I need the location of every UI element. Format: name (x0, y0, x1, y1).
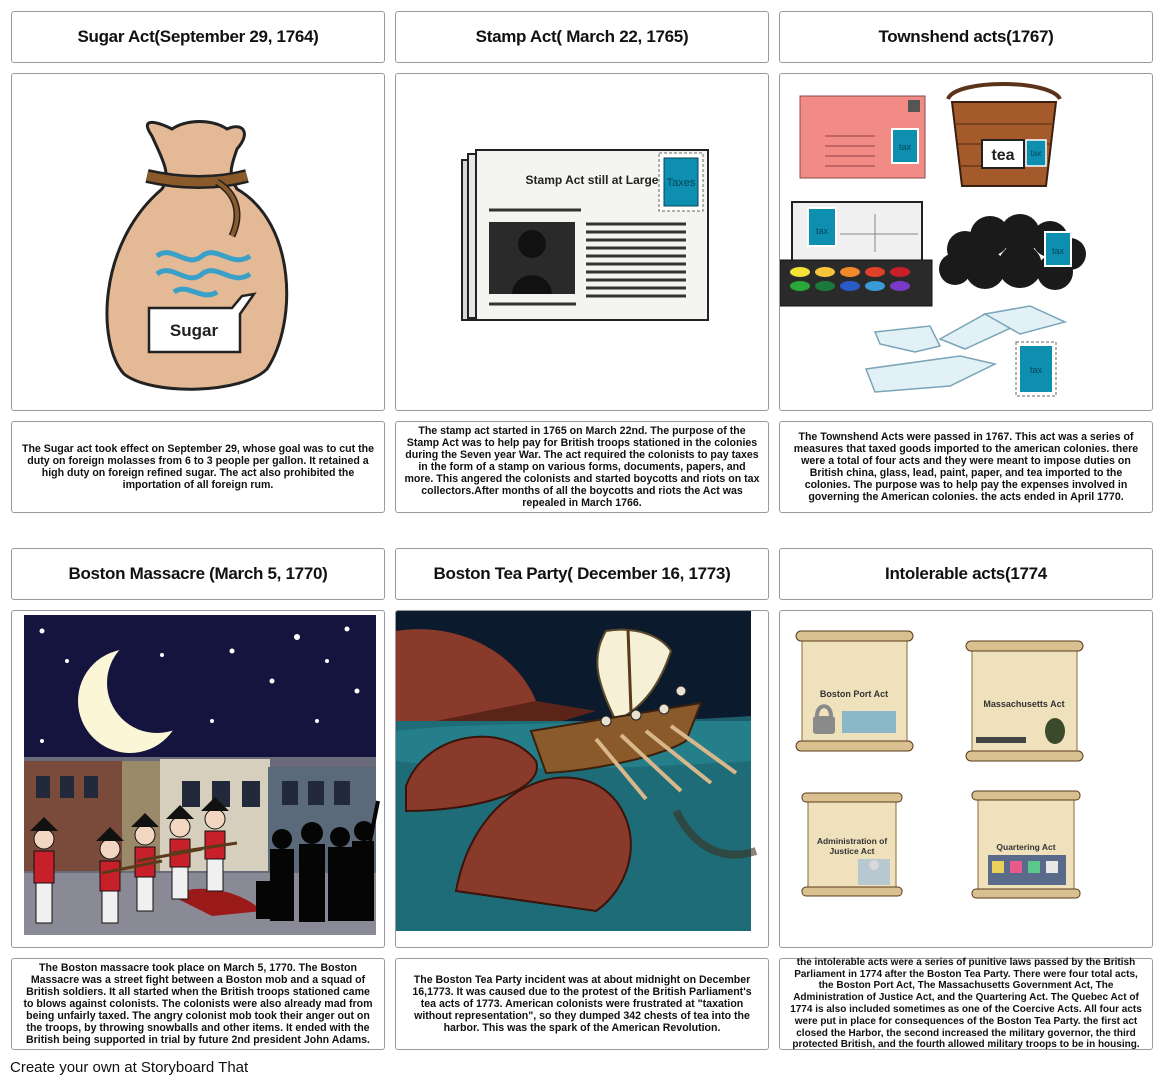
cell-6-description: the intolerable acts were a series of pu… (779, 957, 1153, 1050)
cell-2-image: Stamp Act still at Large Taxes (395, 73, 769, 411)
tea-label: tea (991, 147, 1014, 164)
sugar-bag-illustration: Sugar (105, 120, 289, 391)
scroll-quartering-act: Quartering Act (971, 790, 1081, 899)
cell-1-image: Sugar (11, 73, 385, 411)
cell-6-image: Boston Port Act Massachusetts Act Admini… (779, 610, 1153, 948)
british-soldiers (30, 797, 238, 924)
cell-4-image (11, 610, 385, 948)
taxed-goods-illustration: tax tea tax tax tax (780, 82, 1086, 397)
scroll-massachusetts-act: Massachusetts Act (965, 640, 1084, 762)
speech-bubble (147, 292, 257, 354)
cell-5-description: The Boston Tea Party incident was at abo… (395, 958, 769, 1050)
quartering-act-label: Quartering Act (996, 842, 1055, 852)
footer-credit[interactable]: Create your own at Storyboard That (10, 1059, 249, 1076)
cell-2-description: The stamp act started in 1765 on March 2… (395, 421, 769, 513)
svg-text:tax: tax (1052, 246, 1065, 256)
cell-3-image: tax tea tax tax tax (779, 73, 1153, 411)
ship-sail (596, 628, 673, 723)
svg-text:tax: tax (1031, 149, 1042, 158)
cell-1-description: The Sugar act took effect on September 2… (11, 421, 385, 513)
tea-party-scene (396, 611, 758, 931)
boston-port-act-label: Boston Port Act (820, 689, 888, 699)
sugar-label: Sugar (170, 321, 219, 340)
cell-1-title: Sugar Act(September 29, 1764) (11, 11, 385, 63)
cell-3-title: Townshend acts(1767) (779, 11, 1153, 63)
svg-text:tax: tax (1030, 365, 1043, 375)
justice-act-label-line2: Justice Act (829, 846, 874, 856)
massacre-scene (24, 615, 380, 935)
cell-5-image (395, 610, 769, 948)
tax-stamp (663, 157, 699, 207)
cell-3-description: The Townshend Acts were passed in 1767. … (779, 421, 1153, 513)
newspaper-illustration: Stamp Act still at Large Taxes (461, 149, 709, 321)
massachusetts-act-label: Massachusetts Act (983, 699, 1064, 709)
stamp-label: Taxes (667, 177, 696, 189)
glass-shards (864, 305, 1068, 393)
cell-6-title: Intolerable acts(1774 (779, 548, 1153, 600)
cell-2-title: Stamp Act( March 22, 1765) (395, 11, 769, 63)
cell-4-title: Boston Massacre (March 5, 1770) (11, 548, 385, 600)
svg-text:tax: tax (899, 142, 912, 152)
justice-act-label-line1: Administration of (817, 836, 888, 846)
cell-5-title: Boston Tea Party( December 16, 1773) (395, 548, 769, 600)
scroll-administration-of-justice-act: Administration of Justice Act (801, 792, 903, 897)
ship-hull (529, 701, 703, 775)
rock (454, 776, 632, 913)
cell-4-description: The Boston massacre took place on March … (11, 958, 385, 1050)
headline: Stamp Act still at Large (526, 173, 659, 187)
scroll-boston-port-act: Boston Port Act (795, 630, 914, 752)
colonist-mob (256, 800, 380, 922)
acts-scrolls: Boston Port Act Massachusetts Act Admini… (795, 630, 1084, 899)
svg-text:tax: tax (816, 226, 829, 236)
